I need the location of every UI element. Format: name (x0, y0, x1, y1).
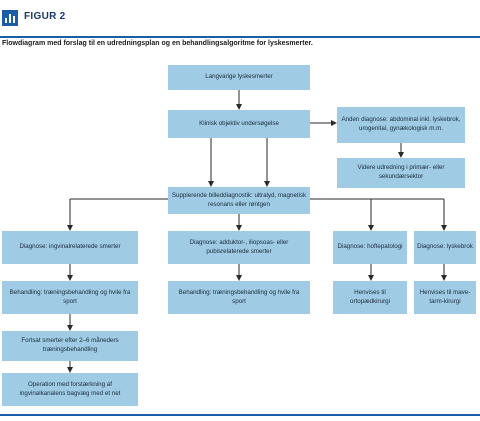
bar-chart-icon (2, 10, 18, 26)
footer-rule (0, 414, 480, 416)
header-rule (0, 36, 480, 38)
box-surgery: Operation med forstærkning af ingvinalka… (2, 373, 138, 406)
box-tx-adductor: Behandling: træningsbehandling og hvile … (168, 281, 310, 314)
box-tx-inguinal: Behandling: træningsbehandling og hvile … (2, 281, 138, 314)
box-dx-hernia: Diagnose: lyskebrok (414, 231, 476, 264)
figure-label: FIGUR 2 (24, 11, 66, 22)
figure-header: FIGUR 2 (0, 6, 480, 38)
box-dx-adductor: Diagnose: adduktor-, iliopsoas- eller pu… (168, 231, 310, 264)
box-further-workup: Videre udredning i primær- eller sekundæ… (337, 158, 465, 188)
box-exam: Klinisk objektiv undersøgelse (168, 110, 310, 138)
box-ref-gi-surgery: Henvises til mave-tarm-kirurgi (414, 281, 476, 314)
box-persistent-pain: Fortsat smerter efter 2–6 måneders træni… (2, 331, 138, 361)
box-start: Langvarige lyskesmerter (168, 65, 310, 90)
figure-caption: Flowdiagram med forslag til en udredning… (2, 40, 313, 47)
box-dx-inguinal: Diagnose: ingvinalrelaterede smerter (2, 231, 138, 264)
box-other-diagnosis: Anden diagnose: abdominal inkl. lyskebro… (337, 107, 465, 143)
box-dx-hip: Diagnose: hoftepatologi (333, 231, 407, 264)
box-imaging: Supplerende billeddiagnostik: ultralyd, … (168, 187, 310, 214)
box-ref-ortho: Henvises til ortopædkirurgi (333, 281, 407, 314)
